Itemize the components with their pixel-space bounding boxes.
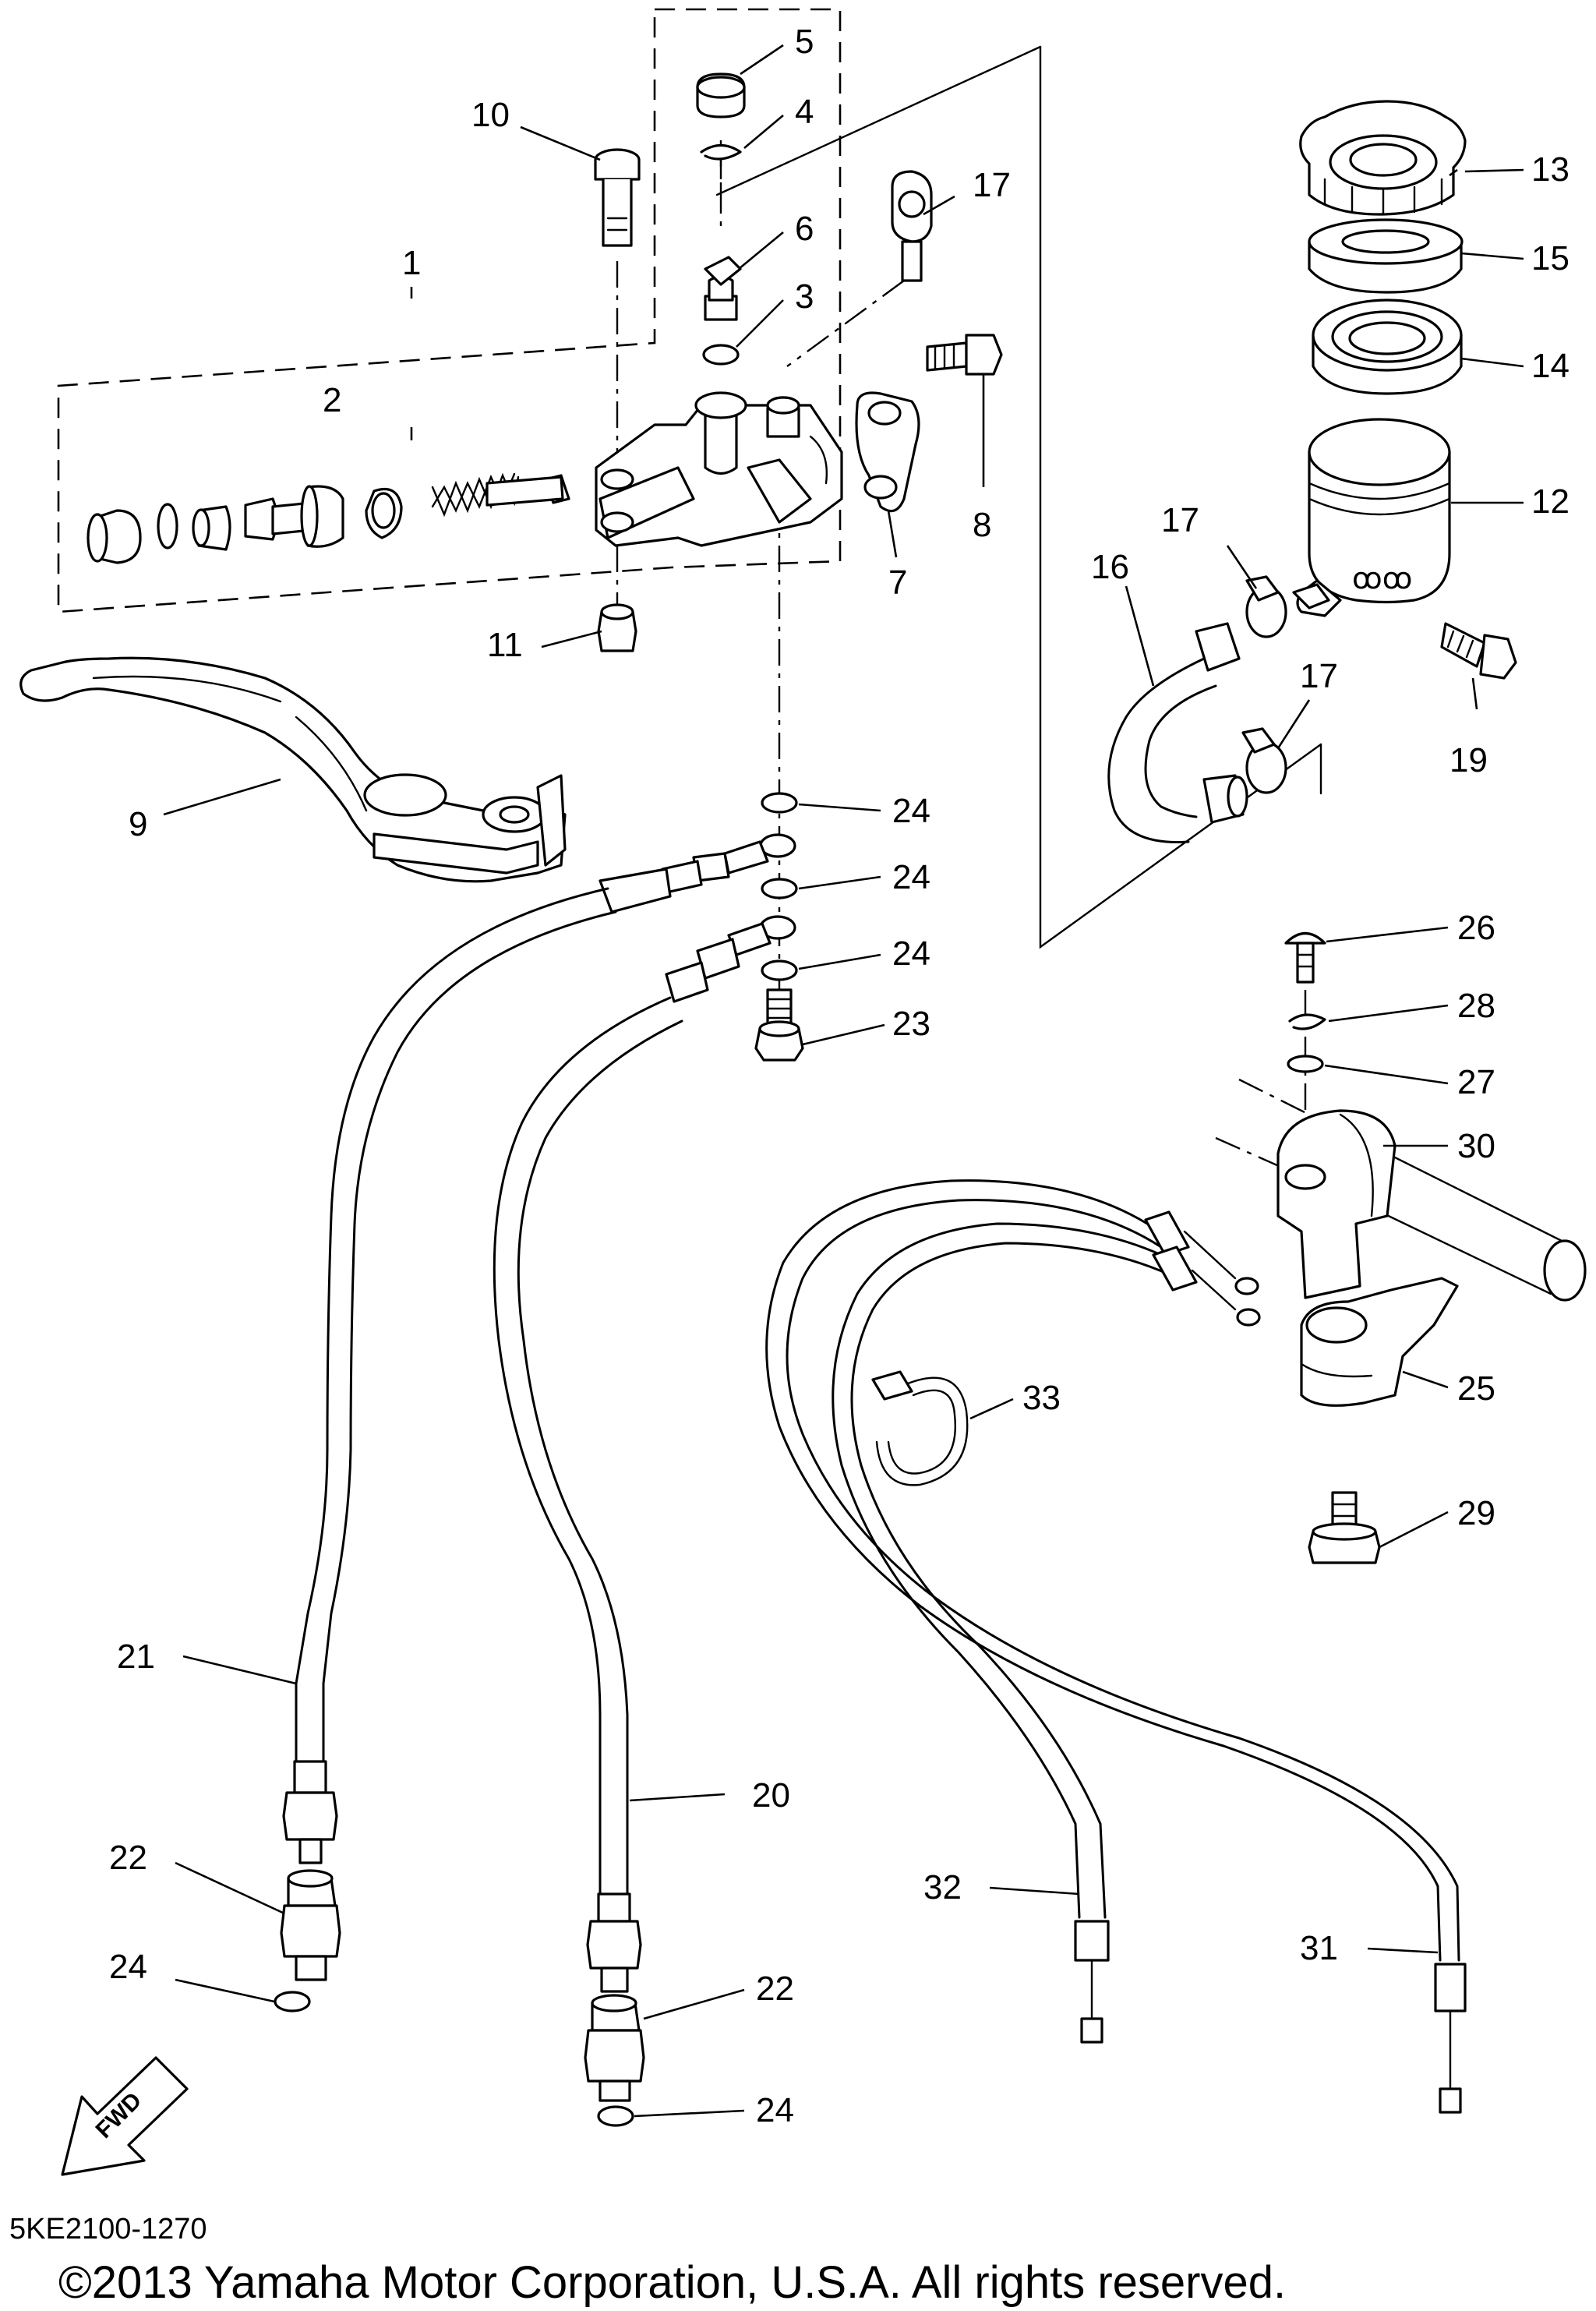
part-24-washer-d (274, 1991, 311, 2012)
label-24-b: 24 (892, 858, 930, 896)
copyright-notice: ©2013 Yamaha Motor Corporation, U.S.A. A… (58, 2257, 1286, 2308)
label-27: 27 (1457, 1063, 1495, 1101)
banjo-fitting-upper (598, 833, 796, 913)
banjo-fitting-lower (665, 915, 796, 1003)
label-16: 16 (1091, 548, 1129, 586)
part-5-cap (696, 72, 746, 118)
label-22-right: 22 (756, 1970, 794, 2008)
part-22-fitting-left (280, 1869, 341, 1981)
reservoir-mark: ꝏꝏ (1352, 563, 1412, 595)
part-28-lock-washer (1288, 1013, 1326, 1030)
part-24-washer-e (597, 2105, 634, 2127)
part-20-brake-hose (493, 996, 683, 1993)
part-29-screw (1308, 1491, 1381, 1564)
part-26-screw (1284, 931, 1326, 984)
master-cylinder-body (595, 391, 843, 547)
part-16-reservoir-hose (1107, 622, 1248, 843)
label-3: 3 (795, 277, 814, 316)
part-8-bolt (926, 334, 1003, 376)
label-7: 7 (888, 564, 907, 602)
label-29: 29 (1457, 1494, 1495, 1532)
part-13-reservoir-cap (1299, 100, 1467, 216)
part-33-band (871, 1370, 969, 1486)
align-handlebar-top (1238, 1078, 1372, 1147)
label-19: 19 (1449, 741, 1488, 779)
label-30: 30 (1457, 1127, 1495, 1165)
label-24-c: 24 (892, 935, 930, 973)
part-11-nut (597, 603, 637, 652)
part-30-throttle-housing-upper (1276, 1109, 1396, 1299)
part-18-bleed-screw (891, 170, 933, 282)
part-24-washer-c (761, 959, 798, 981)
part-2-piston-kit (87, 472, 570, 564)
part-3-o-ring (702, 344, 740, 366)
part-4-circlip (700, 143, 742, 161)
part-6-fitting (704, 256, 742, 321)
label-28: 28 (1457, 987, 1495, 1025)
label-17-top: 17 (1161, 501, 1199, 539)
label-4: 4 (795, 93, 814, 131)
label-13: 13 (1531, 150, 1570, 189)
part-24-washer-a (761, 792, 798, 814)
part-25-throttle-housing-lower (1300, 1277, 1459, 1407)
label-24-a: 24 (892, 792, 930, 830)
master-cylinder-assembly-outline (57, 8, 842, 613)
part-22-fitting-right (584, 1994, 645, 2102)
fwd-arrow-badge: FWD (61, 2056, 189, 2176)
label-6: 6 (795, 210, 814, 248)
part-7-clamp (855, 391, 920, 513)
label-8: 8 (973, 506, 991, 544)
label-15: 15 (1531, 239, 1570, 277)
label-31: 31 (1300, 1929, 1338, 1967)
part-17-hose-clip-bottom (1241, 727, 1287, 794)
part-24-washer-b (761, 878, 798, 899)
part-19-bolt (1440, 622, 1517, 680)
label-23: 23 (892, 1005, 930, 1043)
label-20: 20 (752, 1776, 790, 1815)
label-1: 1 (402, 244, 421, 282)
part-12-reservoir: ꝏꝏ (1296, 418, 1451, 617)
reservoir-assembly-bracket-left (1039, 45, 1322, 949)
part-21-brake-hose (282, 887, 617, 1864)
label-18: 17 (973, 166, 1011, 204)
part-10-pivot-bolt (594, 148, 641, 247)
part-15-diaphragm-plate (1308, 218, 1464, 294)
label-5: 5 (795, 23, 814, 61)
leader-lines (163, 44, 1524, 2118)
part-9-lever (19, 656, 567, 883)
drawing-code: 5KE2100-1270 (9, 2213, 207, 2246)
align-18 (786, 280, 905, 367)
label-14: 14 (1531, 347, 1570, 385)
label-24-d: 24 (109, 1948, 147, 1986)
label-10: 10 (471, 96, 510, 134)
part-labels: 5 4 6 3 10 17 1 2 8 7 11 9 13 15 14 12 1… (109, 23, 1570, 2129)
throttle-cables (765, 1179, 1467, 2114)
label-22-left: 22 (109, 1839, 147, 1877)
label-33: 33 (1022, 1379, 1061, 1417)
part-27-washer (1287, 1055, 1324, 1073)
label-11: 11 (487, 626, 523, 664)
handlebar-grip (1354, 1144, 1587, 1302)
label-12: 12 (1531, 482, 1570, 521)
label-17-bottom: 17 (1300, 657, 1338, 695)
label-32: 32 (923, 1868, 962, 1906)
reservoir-assembly-bracket-top (715, 45, 1042, 196)
label-2: 2 (323, 381, 341, 419)
label-9: 9 (129, 805, 147, 843)
label-24-e: 24 (756, 2091, 794, 2129)
part-23-union-bolt (754, 988, 804, 1062)
label-21: 21 (117, 1638, 155, 1676)
label-25: 25 (1457, 1369, 1495, 1408)
label-26: 26 (1457, 909, 1495, 947)
part-14-diaphragm (1312, 299, 1463, 395)
part-17-hose-clip-top (1245, 575, 1330, 638)
